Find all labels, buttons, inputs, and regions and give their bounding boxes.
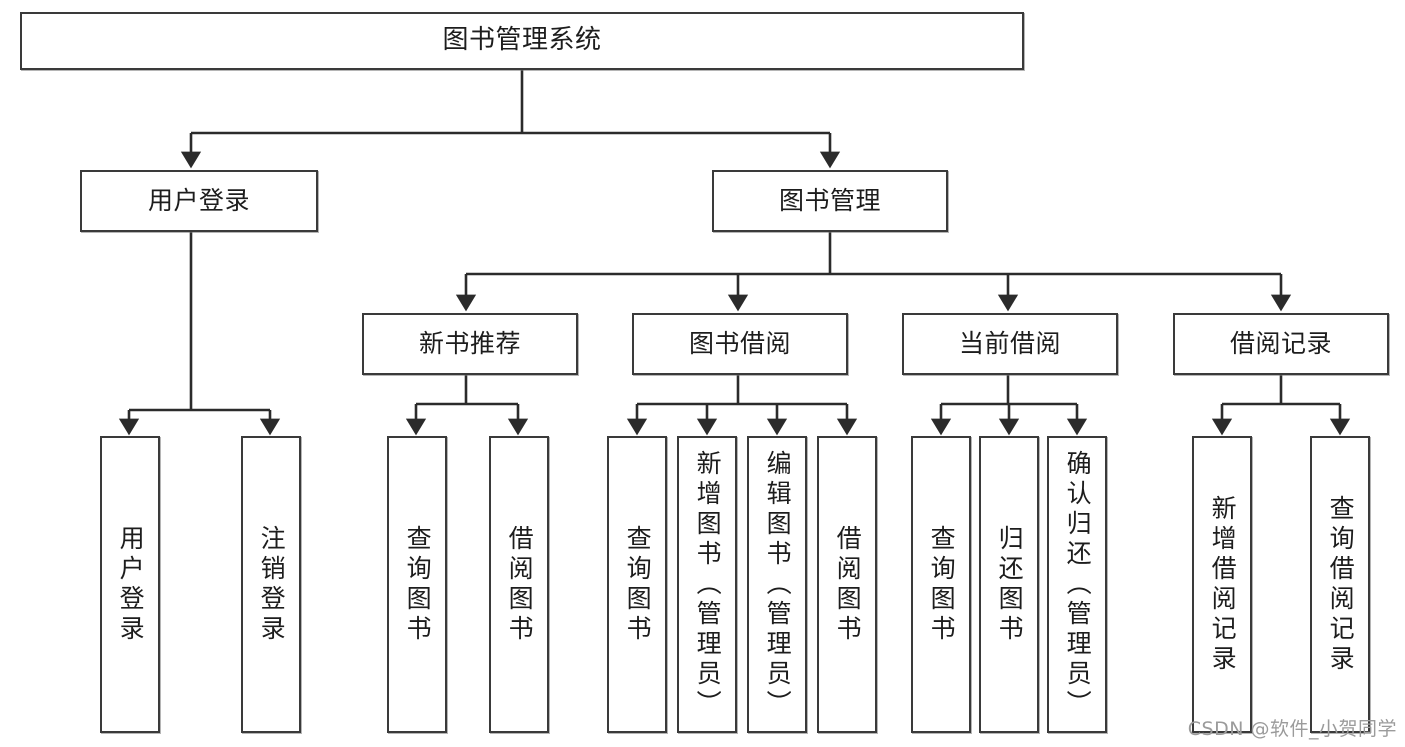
node-leaf-query-record-label: 查询借阅记录 xyxy=(1326,494,1356,675)
node-leaf-logout-login-label: 注销登录 xyxy=(257,524,287,645)
node-root-label: 图书管理系统 xyxy=(442,25,602,56)
node-book-borrow-label: 图书借阅 xyxy=(688,328,791,358)
node-leaf-return-book-label: 归还图书 xyxy=(995,524,1025,645)
node-leaf-borrow-book-1-label: 借阅图书 xyxy=(505,524,535,645)
node-leaf-confirm-return-label: 确认归还（管理员） xyxy=(1063,449,1093,720)
node-leaf-query-book-2[interactable]: 查询图书 xyxy=(607,436,667,733)
node-book-management-label: 图书管理 xyxy=(778,185,881,215)
node-new-book-recommend[interactable]: 新书推荐 xyxy=(362,313,578,375)
node-borrow-record[interactable]: 借阅记录 xyxy=(1173,313,1389,375)
node-new-book-recommend-label: 新书推荐 xyxy=(418,328,521,358)
node-current-borrow-label: 当前借阅 xyxy=(958,328,1061,358)
node-leaf-query-book-3[interactable]: 查询图书 xyxy=(911,436,971,733)
node-leaf-user-login[interactable]: 用户登录 xyxy=(100,436,160,733)
node-leaf-edit-book-label: 编辑图书（管理员） xyxy=(763,449,793,720)
node-user-login-label: 用户登录 xyxy=(147,185,250,215)
node-leaf-borrow-book-2-label: 借阅图书 xyxy=(833,524,863,645)
node-book-management[interactable]: 图书管理 xyxy=(712,170,948,232)
node-leaf-add-record[interactable]: 新增借阅记录 xyxy=(1192,436,1252,733)
node-leaf-query-book-3-label: 查询图书 xyxy=(927,524,957,645)
node-leaf-user-login-label: 用户登录 xyxy=(116,524,146,645)
node-book-borrow[interactable]: 图书借阅 xyxy=(632,313,848,375)
node-leaf-edit-book[interactable]: 编辑图书（管理员） xyxy=(747,436,807,733)
node-leaf-return-book[interactable]: 归还图书 xyxy=(979,436,1039,733)
node-leaf-add-record-label: 新增借阅记录 xyxy=(1208,494,1238,675)
node-leaf-query-book-1-label: 查询图书 xyxy=(403,524,433,645)
node-leaf-query-book-2-label: 查询图书 xyxy=(623,524,653,645)
node-leaf-add-book-label: 新增图书（管理员） xyxy=(693,449,723,720)
node-user-login[interactable]: 用户登录 xyxy=(80,170,318,232)
node-leaf-borrow-book-1[interactable]: 借阅图书 xyxy=(489,436,549,733)
node-leaf-add-book[interactable]: 新增图书（管理员） xyxy=(677,436,737,733)
node-root[interactable]: 图书管理系统 xyxy=(20,12,1024,70)
node-leaf-borrow-book-2[interactable]: 借阅图书 xyxy=(817,436,877,733)
node-leaf-query-book-1[interactable]: 查询图书 xyxy=(387,436,447,733)
watermark: CSDN @软件_小贺同学 xyxy=(1187,718,1397,740)
node-borrow-record-label: 借阅记录 xyxy=(1229,328,1332,358)
node-current-borrow[interactable]: 当前借阅 xyxy=(902,313,1118,375)
node-leaf-confirm-return[interactable]: 确认归还（管理员） xyxy=(1047,436,1107,733)
node-leaf-query-record[interactable]: 查询借阅记录 xyxy=(1310,436,1370,733)
node-leaf-logout-login[interactable]: 注销登录 xyxy=(241,436,301,733)
